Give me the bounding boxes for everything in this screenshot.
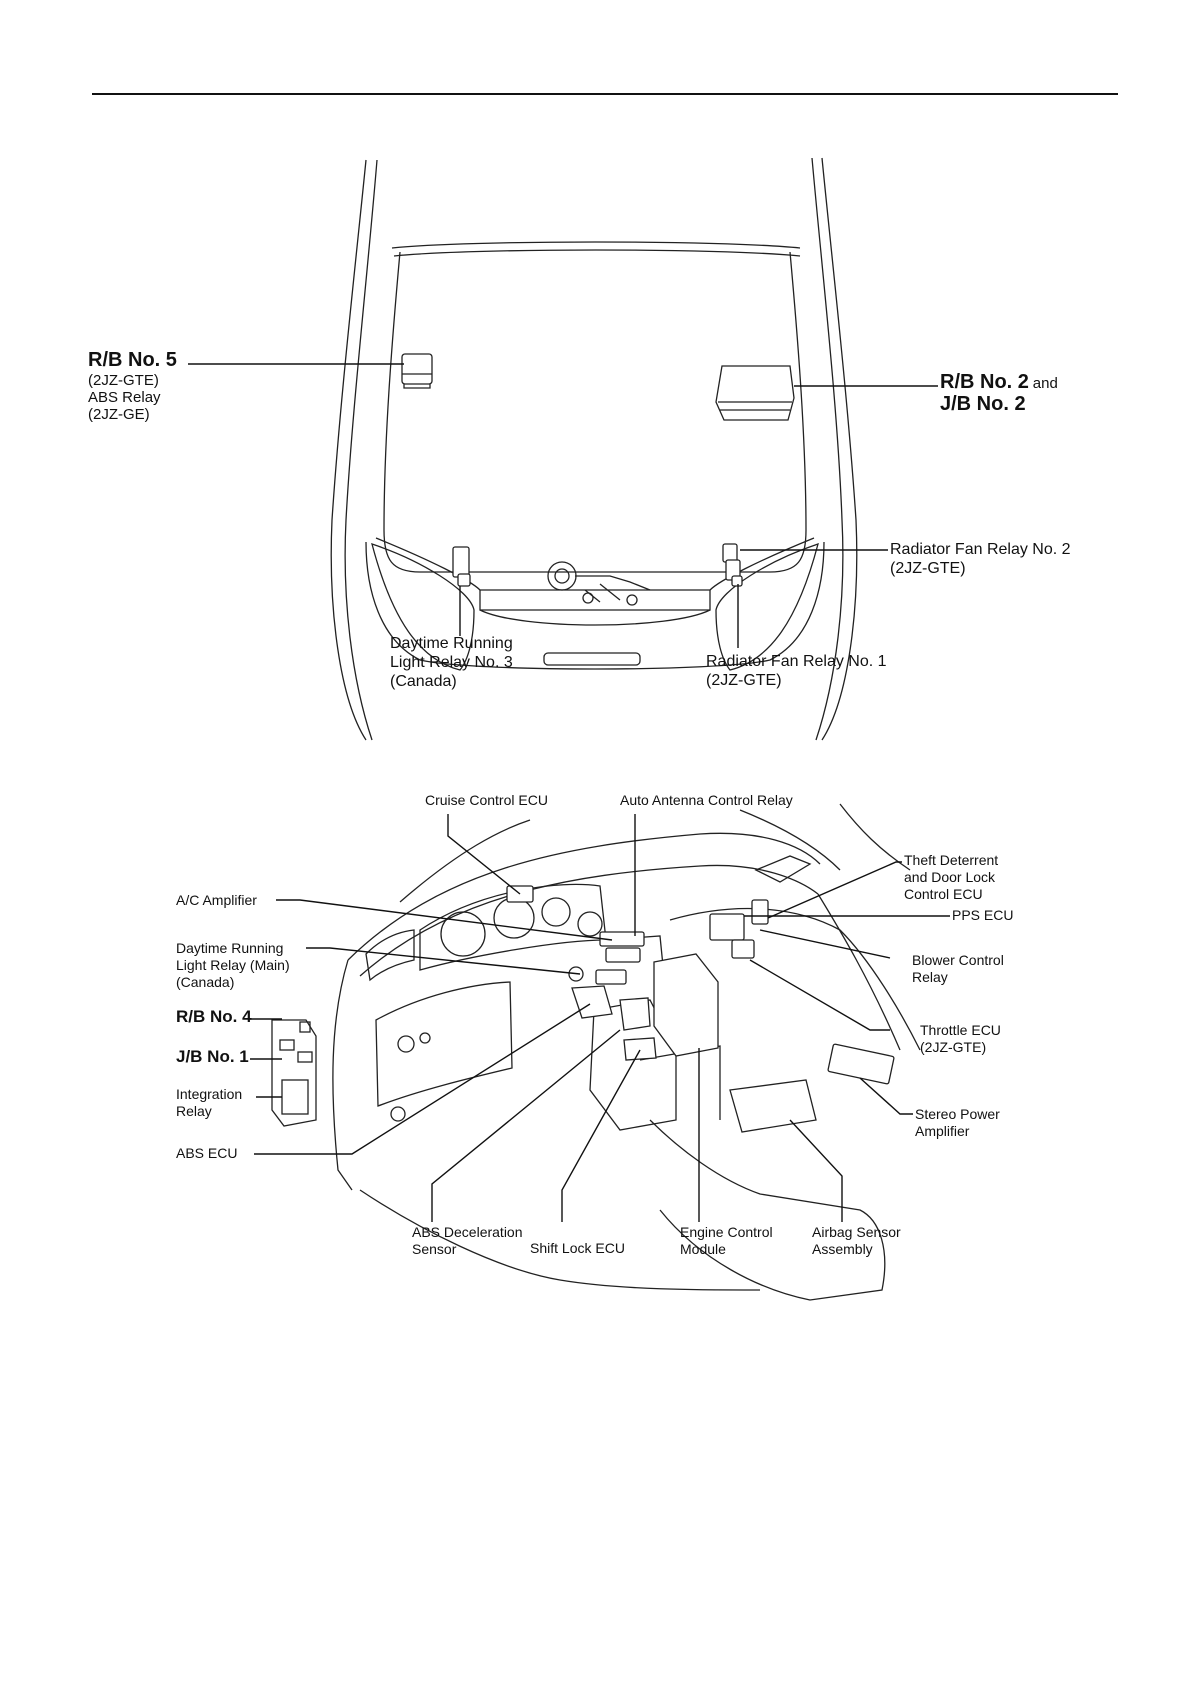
airbag-line2: Assembly [812, 1241, 873, 1257]
dashboard-figure: Cruise Control ECU Auto Antenna Control … [0, 790, 1191, 1350]
integration-line1: Integration [176, 1086, 243, 1102]
jb2-title: J/B No. 2 [940, 393, 1026, 415]
rb5-line3: (2JZ-GE) [88, 406, 150, 423]
shift-lock-ecu-label: Shift Lock ECU [530, 1240, 625, 1256]
blower-line1: Blower Control [912, 952, 1004, 968]
fan1-line2: (2JZ-GTE) [706, 672, 782, 689]
airbag-line1: Airbag Sensor [812, 1224, 901, 1240]
throttle-line2: (2JZ-GTE) [920, 1039, 987, 1055]
drl-main-relay-label: Daytime Running Light Relay (Main) (Cana… [176, 940, 290, 991]
engine-bay-drawing [188, 157, 938, 741]
drl-relay-3-label: Daytime Running Light Relay No. 3 (Canad… [390, 634, 513, 691]
theft-deterrent-label: Theft Deterrent and Door Lock Control EC… [904, 852, 998, 903]
fan2-line1: Radiator Fan Relay No. 2 [890, 541, 1071, 558]
throttle-ecu-label: Throttle ECU (2JZ-GTE) [920, 1022, 1001, 1056]
drl-main-line2: Light Relay (Main) [176, 957, 290, 973]
airbag-sensor-label: Airbag Sensor Assembly [812, 1224, 901, 1258]
theft-line3: Control ECU [904, 886, 983, 902]
rb5-title: R/B No. 5 [88, 349, 177, 371]
drl-main-line3: (Canada) [176, 974, 235, 990]
fan-relay-2-label: Radiator Fan Relay No. 2 (2JZ-GTE) [890, 540, 1071, 578]
stereo-amplifier-label: Stereo Power Amplifier [915, 1106, 1000, 1140]
theft-line2: and Door Lock [904, 869, 996, 885]
rb5-line2: ABS Relay [88, 389, 161, 406]
fan2-line2: (2JZ-GTE) [890, 560, 966, 577]
abs-decel-line1: ABS Deceleration [412, 1224, 523, 1240]
engine-control-module-label: Engine Control Module [680, 1224, 773, 1258]
engine-bay-figure: R/B No. 5 (2JZ-GTE) ABS Relay (2JZ-GE) R… [0, 140, 1191, 750]
drl3-line1: Daytime Running [390, 635, 513, 652]
blower-line2: Relay [912, 969, 948, 985]
pps-ecu-label: PPS ECU [952, 907, 1014, 923]
rb2-title: R/B No. 2 [940, 371, 1029, 393]
ecm-line2: Module [680, 1241, 726, 1257]
abs-deceleration-sensor-label: ABS Deceleration Sensor [412, 1224, 523, 1258]
rb2-label: R/B No. 2 and J/B No. 2 [940, 371, 1058, 416]
fan-relay-1-label: Radiator Fan Relay No. 1 (2JZ-GTE) [706, 652, 887, 690]
auto-antenna-relay-label: Auto Antenna Control Relay [620, 792, 793, 808]
ac-amplifier-label: A/C Amplifier [176, 892, 257, 908]
drl3-line2: Light Relay No. 3 [390, 654, 513, 671]
ecm-line1: Engine Control [680, 1224, 773, 1240]
drl-main-line1: Daytime Running [176, 940, 284, 956]
abs-ecu-label: ABS ECU [176, 1145, 238, 1161]
stereo-line2: Amplifier [915, 1123, 970, 1139]
integration-line2: Relay [176, 1103, 212, 1119]
cruise-control-ecu-label: Cruise Control ECU [425, 792, 548, 808]
rb2-and: and [1032, 375, 1058, 392]
theft-line1: Theft Deterrent [904, 852, 999, 868]
rb4-label: R/B No. 4 [176, 1007, 252, 1026]
rb5-label: R/B No. 5 (2JZ-GTE) ABS Relay (2JZ-GE) [88, 348, 177, 423]
drl3-line3: (Canada) [390, 673, 457, 690]
dashboard-drawing [250, 803, 950, 1301]
throttle-line1: Throttle ECU [920, 1022, 1001, 1038]
stereo-line1: Stereo Power [915, 1106, 1000, 1122]
rb5-line1: (2JZ-GTE) [88, 372, 159, 389]
integration-relay-label: Integration Relay [176, 1086, 242, 1120]
abs-decel-line2: Sensor [412, 1241, 457, 1257]
fan1-line1: Radiator Fan Relay No. 1 [706, 653, 887, 670]
header-rule [92, 93, 1118, 95]
blower-control-relay-label: Blower Control Relay [912, 952, 1004, 986]
jb1-label: J/B No. 1 [176, 1047, 249, 1066]
